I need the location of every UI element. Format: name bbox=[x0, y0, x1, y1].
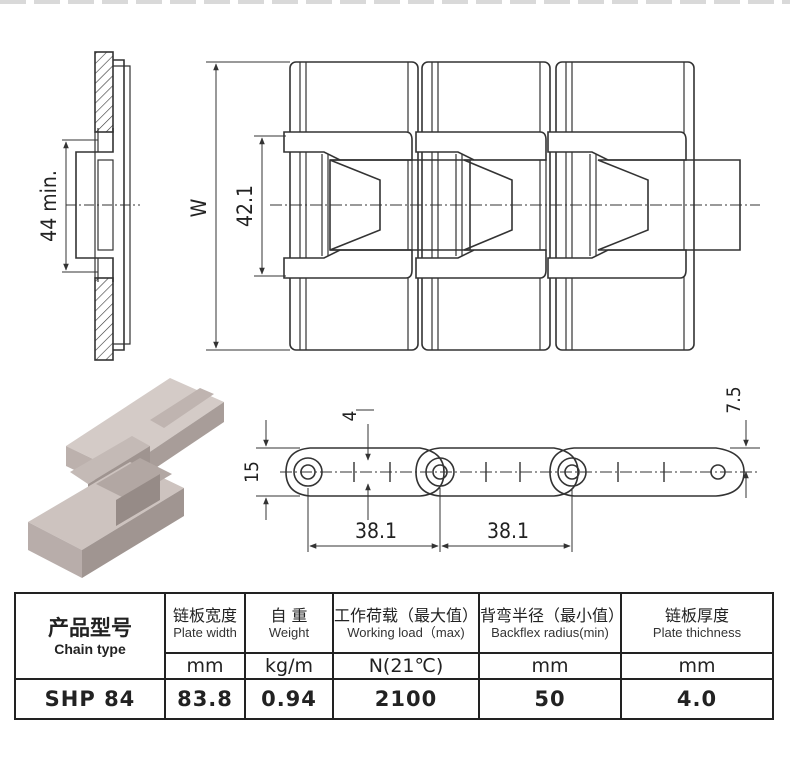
top-divider bbox=[0, 0, 790, 4]
cell-weight: 0.94 bbox=[244, 678, 334, 720]
chain-side-view bbox=[256, 409, 760, 552]
chain-module-2 bbox=[421, 61, 551, 351]
unit-working-load: N(21℃) bbox=[332, 652, 480, 680]
unit-backflex-radius: mm bbox=[478, 652, 622, 680]
dim-4: 4 bbox=[339, 411, 361, 422]
table-unit-row: mm kg/m N(21℃) mm mm bbox=[15, 652, 774, 680]
chain-module-3 bbox=[555, 61, 695, 351]
header-plate-width: 链板宽度 Plate width bbox=[164, 592, 246, 654]
header-backflex-radius: 背弯半径（最小值） Backflex radius(min) bbox=[478, 592, 624, 654]
header-working-load: 工作荷载（最大值） Working load（max) bbox=[332, 592, 480, 654]
unit-plate-thickness: mm bbox=[620, 652, 774, 680]
spec-table: 产品型号 Chain type 链板宽度 Plate width 自 重 Wei… bbox=[14, 592, 774, 720]
cell-backflex-radius: 50 bbox=[478, 678, 622, 720]
dim-44min: 44 min. bbox=[37, 170, 61, 242]
unit-plate-width: mm bbox=[164, 652, 246, 680]
dim-42-1: 42.1 bbox=[233, 185, 257, 227]
chain-top-view bbox=[206, 61, 760, 351]
header-weight: 自 重 Weight bbox=[244, 592, 334, 654]
guide-rail-top bbox=[94, 51, 114, 133]
dim-W: W bbox=[187, 198, 211, 217]
header-plate-thickness: 链板厚度 Plate thichness bbox=[620, 592, 774, 654]
table-row: SHP 84 83.8 0.94 2100 50 4.0 bbox=[14, 678, 774, 720]
header-chain-type: 产品型号 Chain type bbox=[14, 592, 166, 680]
cell-plate-width: 83.8 bbox=[164, 678, 246, 720]
cell-chain-type: SHP 84 bbox=[14, 678, 166, 720]
dim-7-5: 7.5 bbox=[723, 386, 745, 413]
cell-working-load: 2100 bbox=[332, 678, 480, 720]
table-header-row: 产品型号 Chain type 链板宽度 Plate width 自 重 Wei… bbox=[14, 592, 774, 680]
dim-15: 15 bbox=[241, 461, 263, 483]
chain-module-1 bbox=[289, 61, 419, 351]
dim-pitch-2: 38.1 bbox=[487, 519, 529, 543]
product-photo bbox=[28, 378, 224, 578]
unit-weight: kg/m bbox=[244, 652, 334, 680]
dim-pitch-1: 38.1 bbox=[355, 519, 397, 543]
side-section-view bbox=[62, 51, 140, 361]
cell-plate-thickness: 4.0 bbox=[620, 678, 774, 720]
guide-rail-bottom bbox=[94, 277, 114, 361]
